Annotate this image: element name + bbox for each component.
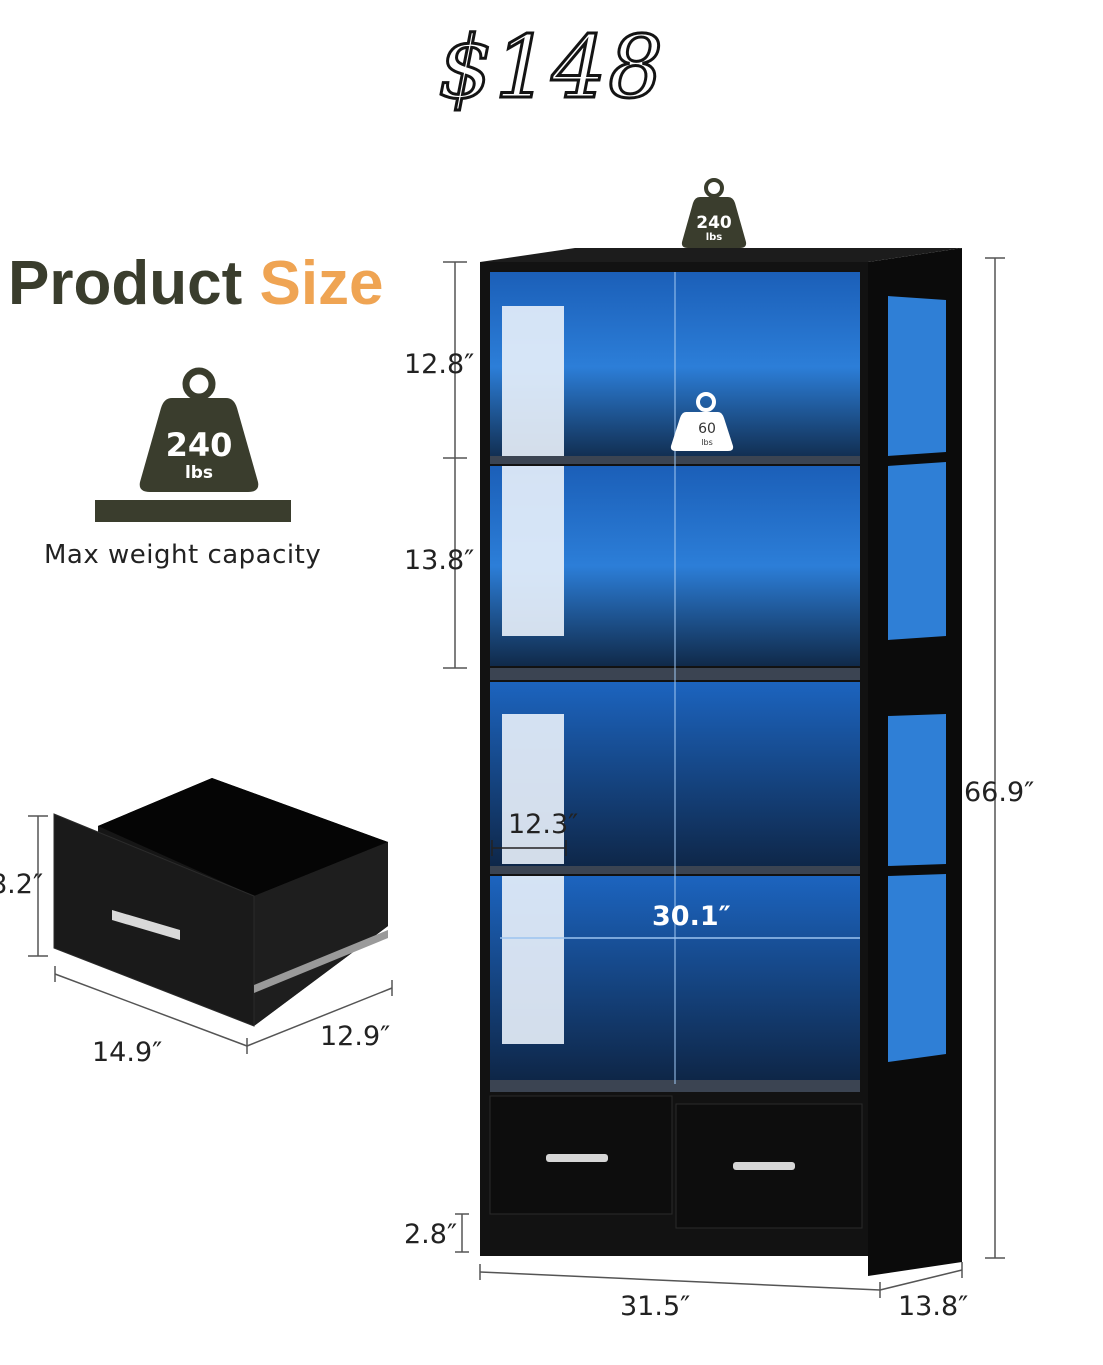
dim-second-section: 13.8″ xyxy=(404,545,475,576)
shelf-weight-value: 60 xyxy=(698,421,716,437)
dim-total-width: 31.5″ xyxy=(620,1291,691,1322)
cabinet-illustration: 60 lbs xyxy=(443,248,1005,1298)
weight-value: 240 xyxy=(166,426,233,464)
page-title: Product Size xyxy=(8,244,384,324)
max-weight-caption: Max weight capacity xyxy=(44,540,322,570)
drawer-illustration xyxy=(28,778,393,1054)
title-word-product: Product xyxy=(8,249,243,318)
top-weight-unit: lbs xyxy=(706,232,723,243)
top-weight-value: 240 xyxy=(696,213,732,233)
price-label: $148 xyxy=(437,17,665,120)
dim-drawer-depth: 12.9″ xyxy=(320,1021,391,1052)
weight-icon: 240 lbs xyxy=(139,367,259,492)
weight-unit: lbs xyxy=(185,463,213,483)
dim-bottom-gap: 2.8″ xyxy=(404,1219,458,1250)
shelf-weight-unit: lbs xyxy=(701,438,712,447)
dim-shelf-depth: 12.3″ xyxy=(508,809,579,840)
dim-total-height: 66.9″ xyxy=(964,777,1035,808)
dim-total-depth: 13.8″ xyxy=(898,1291,969,1322)
top-weight-icon: 240 lbs xyxy=(681,178,747,248)
dim-inner-width: 30.1″ xyxy=(652,901,731,932)
weight-base-bar xyxy=(95,500,291,522)
title-word-size: Size xyxy=(259,249,384,318)
dim-drawer-width: 14.9″ xyxy=(92,1037,163,1068)
dim-top-section: 12.8″ xyxy=(404,349,475,380)
dim-drawer-height: 8.2″ xyxy=(0,869,44,900)
